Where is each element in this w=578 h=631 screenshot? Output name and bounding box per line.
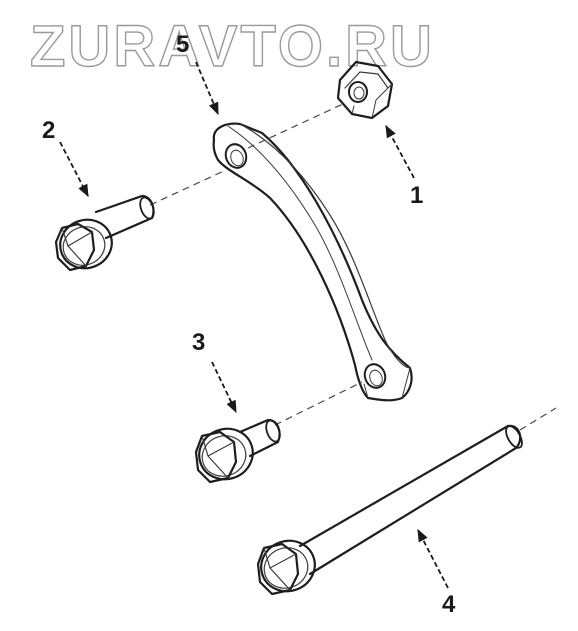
flange-nut [336,60,394,120]
link-bar [212,122,413,402]
callout-4: 4 [442,591,456,618]
assembly-lines [149,102,557,431]
callout-3: 3 [192,329,205,356]
bolt-middle [194,418,281,484]
watermark-text: ZURAVTO.RU [30,14,435,79]
callout-arrows [59,61,449,589]
callout-5: 5 [176,31,189,58]
callout-2: 2 [42,117,55,144]
bolt-long [256,424,523,596]
bolt-upper [54,194,155,272]
callout-1: 1 [410,182,423,209]
callout-labels: 1 2 3 4 5 [42,31,456,618]
